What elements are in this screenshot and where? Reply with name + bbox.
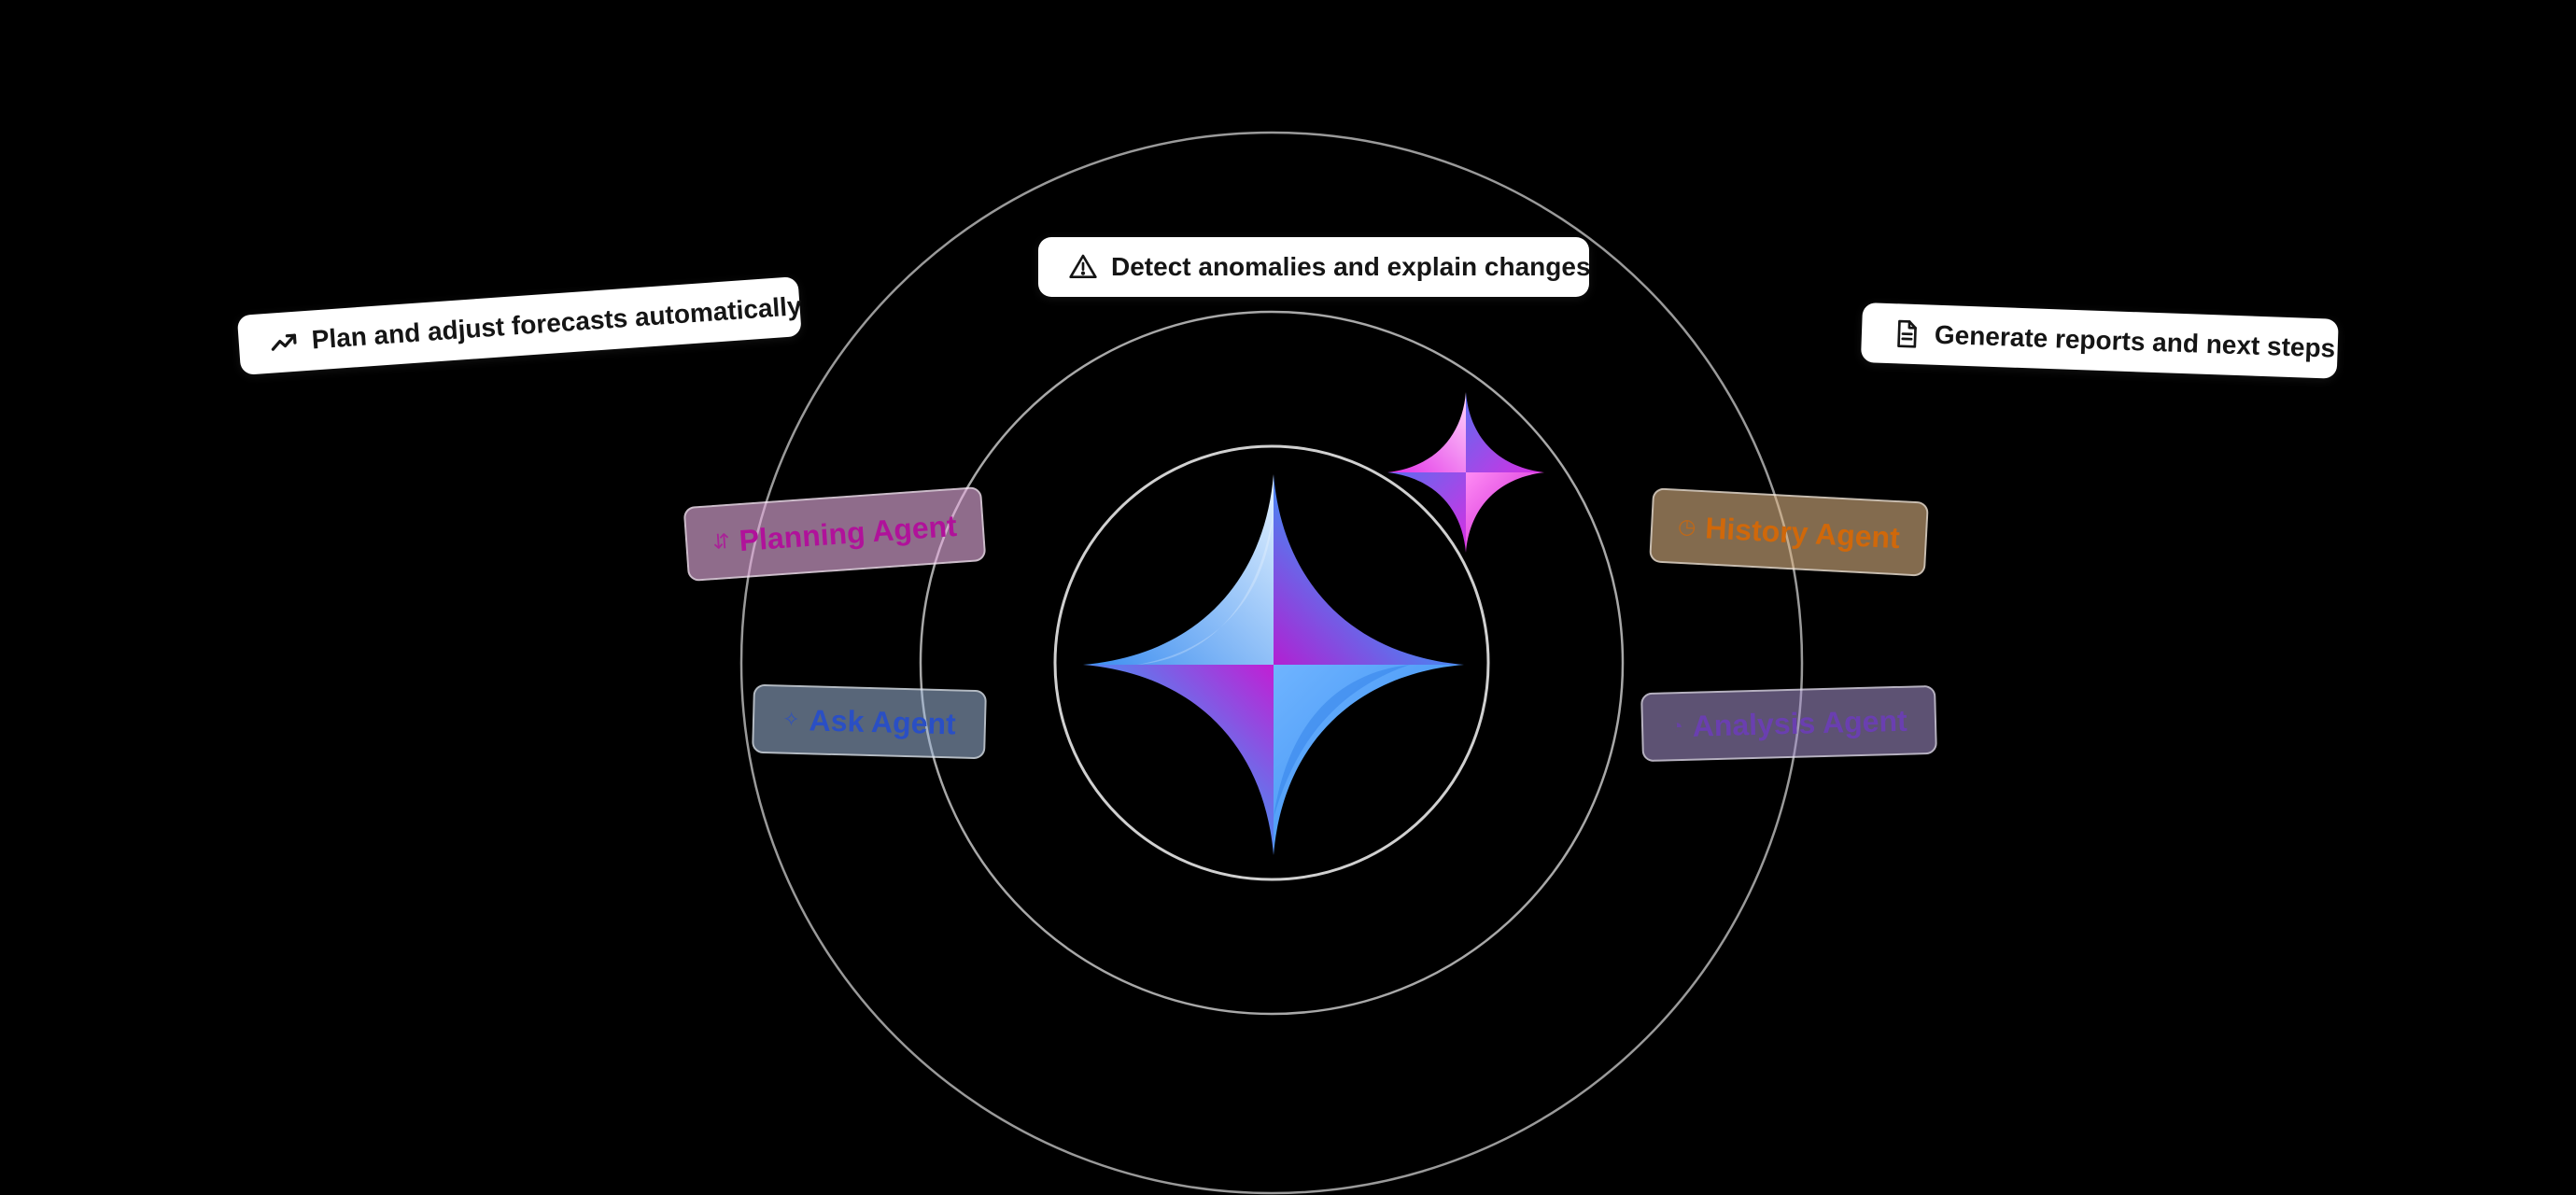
forecast-pill: Plan and adjust forecasts automatically: [236, 276, 803, 375]
small-star-logo: [1387, 392, 1544, 553]
swap-arrows-icon: ⇵: [711, 528, 731, 555]
warning-triangle-icon: [1069, 254, 1097, 278]
anomalies-pill: Detect anomalies and explain changes: [1038, 237, 1591, 297]
sparkle-icon: ✧: [781, 707, 801, 732]
analysis-agent-chip: ◔ Analysis Agent: [1640, 684, 1937, 763]
trending-up-icon: [271, 333, 297, 351]
analysis-agent-label: Analysis Agent: [1692, 703, 1908, 743]
clock-icon: ◷: [1677, 513, 1697, 539]
reports-pill-label: Generate reports and next steps: [1934, 319, 2336, 363]
reports-pill: Generate reports and next steps: [1860, 302, 2339, 379]
orbit-ring-inner: [1053, 444, 1490, 881]
anomalies-pill-label: Detect anomalies and explain changes: [1111, 252, 1591, 281]
document-icon: [1897, 319, 1917, 348]
main-star-logo: [1083, 474, 1464, 855]
ask-agent-label: Ask Agent: [809, 702, 957, 740]
orbit-ring-middle: [919, 310, 1625, 1016]
planning-agent-label: Planning Agent: [738, 508, 958, 557]
history-agent-label: History Agent: [1704, 510, 1901, 555]
ask-agent-chip: ✧ Ask Agent: [752, 683, 987, 760]
chart-icon: ◔: [1670, 713, 1684, 738]
history-agent-chip: ◷ History Agent: [1649, 487, 1929, 577]
orbit-ring-outer: [739, 131, 1804, 1195]
